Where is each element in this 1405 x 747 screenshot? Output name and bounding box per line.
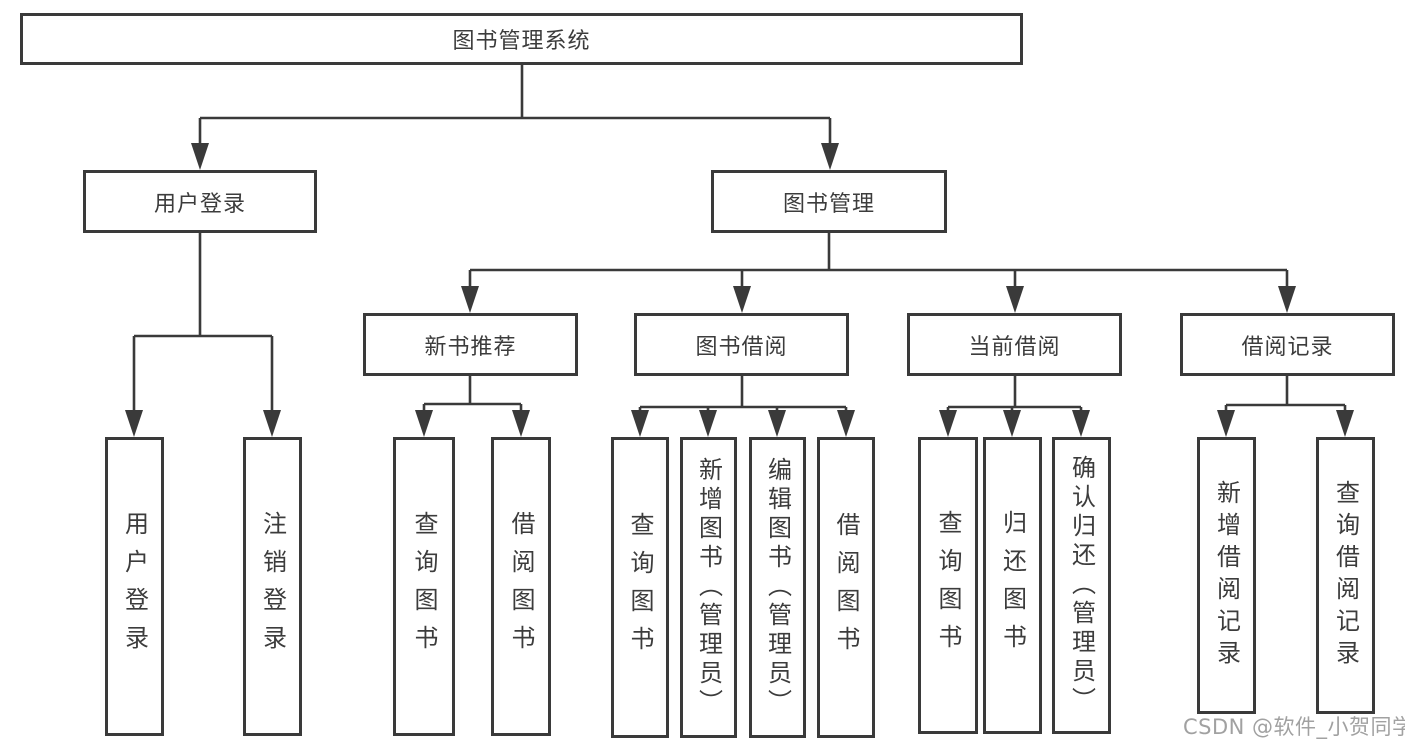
leaf-borrow-books-label: 借阅图书: [832, 511, 860, 664]
leaf-add-book-admin-label: 新增图书（管理员）: [694, 457, 723, 718]
leaf-logout: 注销登录: [243, 437, 302, 736]
csdn-watermark: CSDN @软件_小贺同学: [1183, 715, 1405, 739]
leaf-return-books: 归还图书: [983, 437, 1042, 734]
node-current-borrowing: 当前借阅: [907, 313, 1122, 376]
leaf-user-login-label: 用户登录: [120, 510, 149, 663]
leaf-borrow-books: 借阅图书: [817, 437, 875, 738]
leaf-confirm-return-admin: 确认归还（管理员）: [1052, 437, 1111, 734]
leaf-confirm-return-admin-label: 确认归还（管理员）: [1067, 455, 1096, 716]
leaf-add-borrow-record-label: 新增借阅记录: [1212, 479, 1241, 672]
leaf-return-books-label: 归还图书: [998, 509, 1027, 662]
leaf-query-books-recommendation-label: 查询图书: [410, 510, 438, 663]
node-new-book-recommendation: 新书推荐: [363, 313, 578, 376]
leaf-query-borrow-record-label: 查询借阅记录: [1331, 479, 1360, 672]
leaf-borrow-books-recommendation-label: 借阅图书: [507, 510, 535, 663]
node-book-borrowing: 图书借阅: [634, 313, 849, 376]
node-user-login: 用户登录: [83, 170, 317, 233]
leaf-logout-label: 注销登录: [258, 510, 287, 663]
leaf-add-book-admin: 新增图书（管理员）: [680, 437, 737, 738]
leaf-user-login: 用户登录: [105, 437, 164, 736]
node-library-management-system: 图书管理系统: [20, 13, 1023, 65]
leaf-query-books-current: 查询图书: [918, 437, 978, 734]
leaf-query-books-recommendation: 查询图书: [393, 437, 455, 736]
leaf-query-books-borrowing: 查询图书: [611, 437, 669, 738]
node-book-management: 图书管理: [711, 170, 947, 233]
leaf-query-borrow-record: 查询借阅记录: [1316, 437, 1375, 714]
node-borrowing-records: 借阅记录: [1180, 313, 1395, 376]
leaf-add-borrow-record: 新增借阅记录: [1197, 437, 1256, 714]
connector-paths: [132, 64, 1347, 414]
arrowheads: [125, 143, 1354, 437]
leaf-borrow-books-recommendation: 借阅图书: [491, 437, 551, 736]
leaf-query-books-current-label: 查询图书: [934, 509, 962, 662]
leaf-edit-book-admin: 编辑图书（管理员）: [749, 437, 806, 738]
leaf-edit-book-admin-label: 编辑图书（管理员）: [763, 457, 792, 718]
leaf-query-books-borrowing-label: 查询图书: [626, 511, 654, 664]
